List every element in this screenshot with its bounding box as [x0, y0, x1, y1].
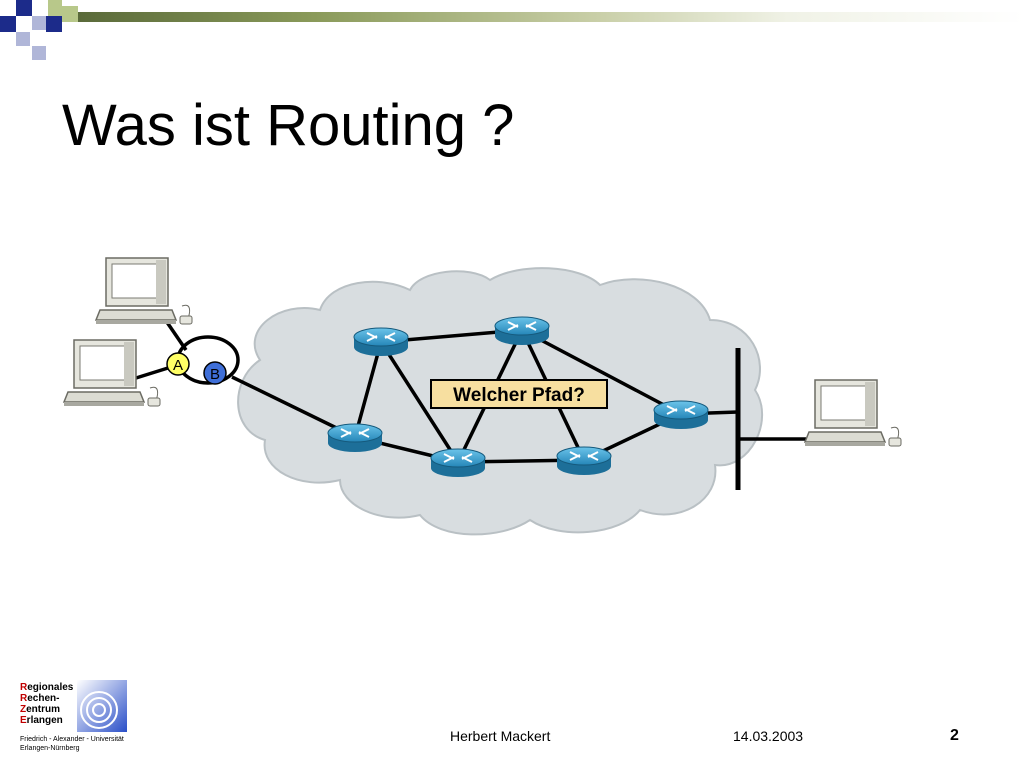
computer-icon — [804, 379, 902, 447]
deco-square — [46, 16, 62, 32]
router-icon — [353, 327, 409, 357]
deco-square — [0, 0, 16, 16]
top-decoration-band — [0, 0, 1024, 60]
router-icon — [494, 316, 550, 346]
question-label-box — [430, 379, 608, 409]
router-icon — [327, 423, 383, 453]
logo-text: Regionales Rechen- Zentrum Erlangen — [20, 682, 74, 726]
footer-date: 14.03.2003 — [733, 728, 804, 744]
deco-square — [16, 32, 30, 46]
deco-square — [62, 6, 78, 22]
badge-b-label: B — [210, 366, 220, 383]
router-icon — [653, 400, 709, 430]
slide-title: Was ist Routing ? — [62, 93, 515, 158]
badge-b — [203, 361, 227, 385]
deco-square — [32, 0, 48, 16]
logo-subtitle: Friedrich - Alexander - Universität Erla… — [20, 736, 124, 752]
page-number: 2 — [950, 727, 959, 744]
computer-icon — [95, 257, 193, 325]
deco-square — [0, 16, 16, 32]
deco-square — [32, 16, 46, 30]
deco-square — [48, 0, 62, 16]
rrze-logo: Regionales Rechen- Zentrum Erlangen Frie… — [14, 678, 134, 762]
router-icon — [556, 446, 612, 476]
badge-a-label: A — [173, 357, 183, 374]
deco-square — [16, 0, 32, 16]
badge-a — [166, 352, 190, 376]
router-icon — [430, 448, 486, 478]
computer-icon — [63, 339, 161, 407]
question-label: Welcher Pfad? — [453, 385, 585, 406]
footer-author: Herbert Mackert — [450, 728, 551, 744]
deco-square — [32, 46, 46, 60]
deco-square — [16, 16, 32, 32]
logo-swirl-icon — [77, 680, 127, 732]
